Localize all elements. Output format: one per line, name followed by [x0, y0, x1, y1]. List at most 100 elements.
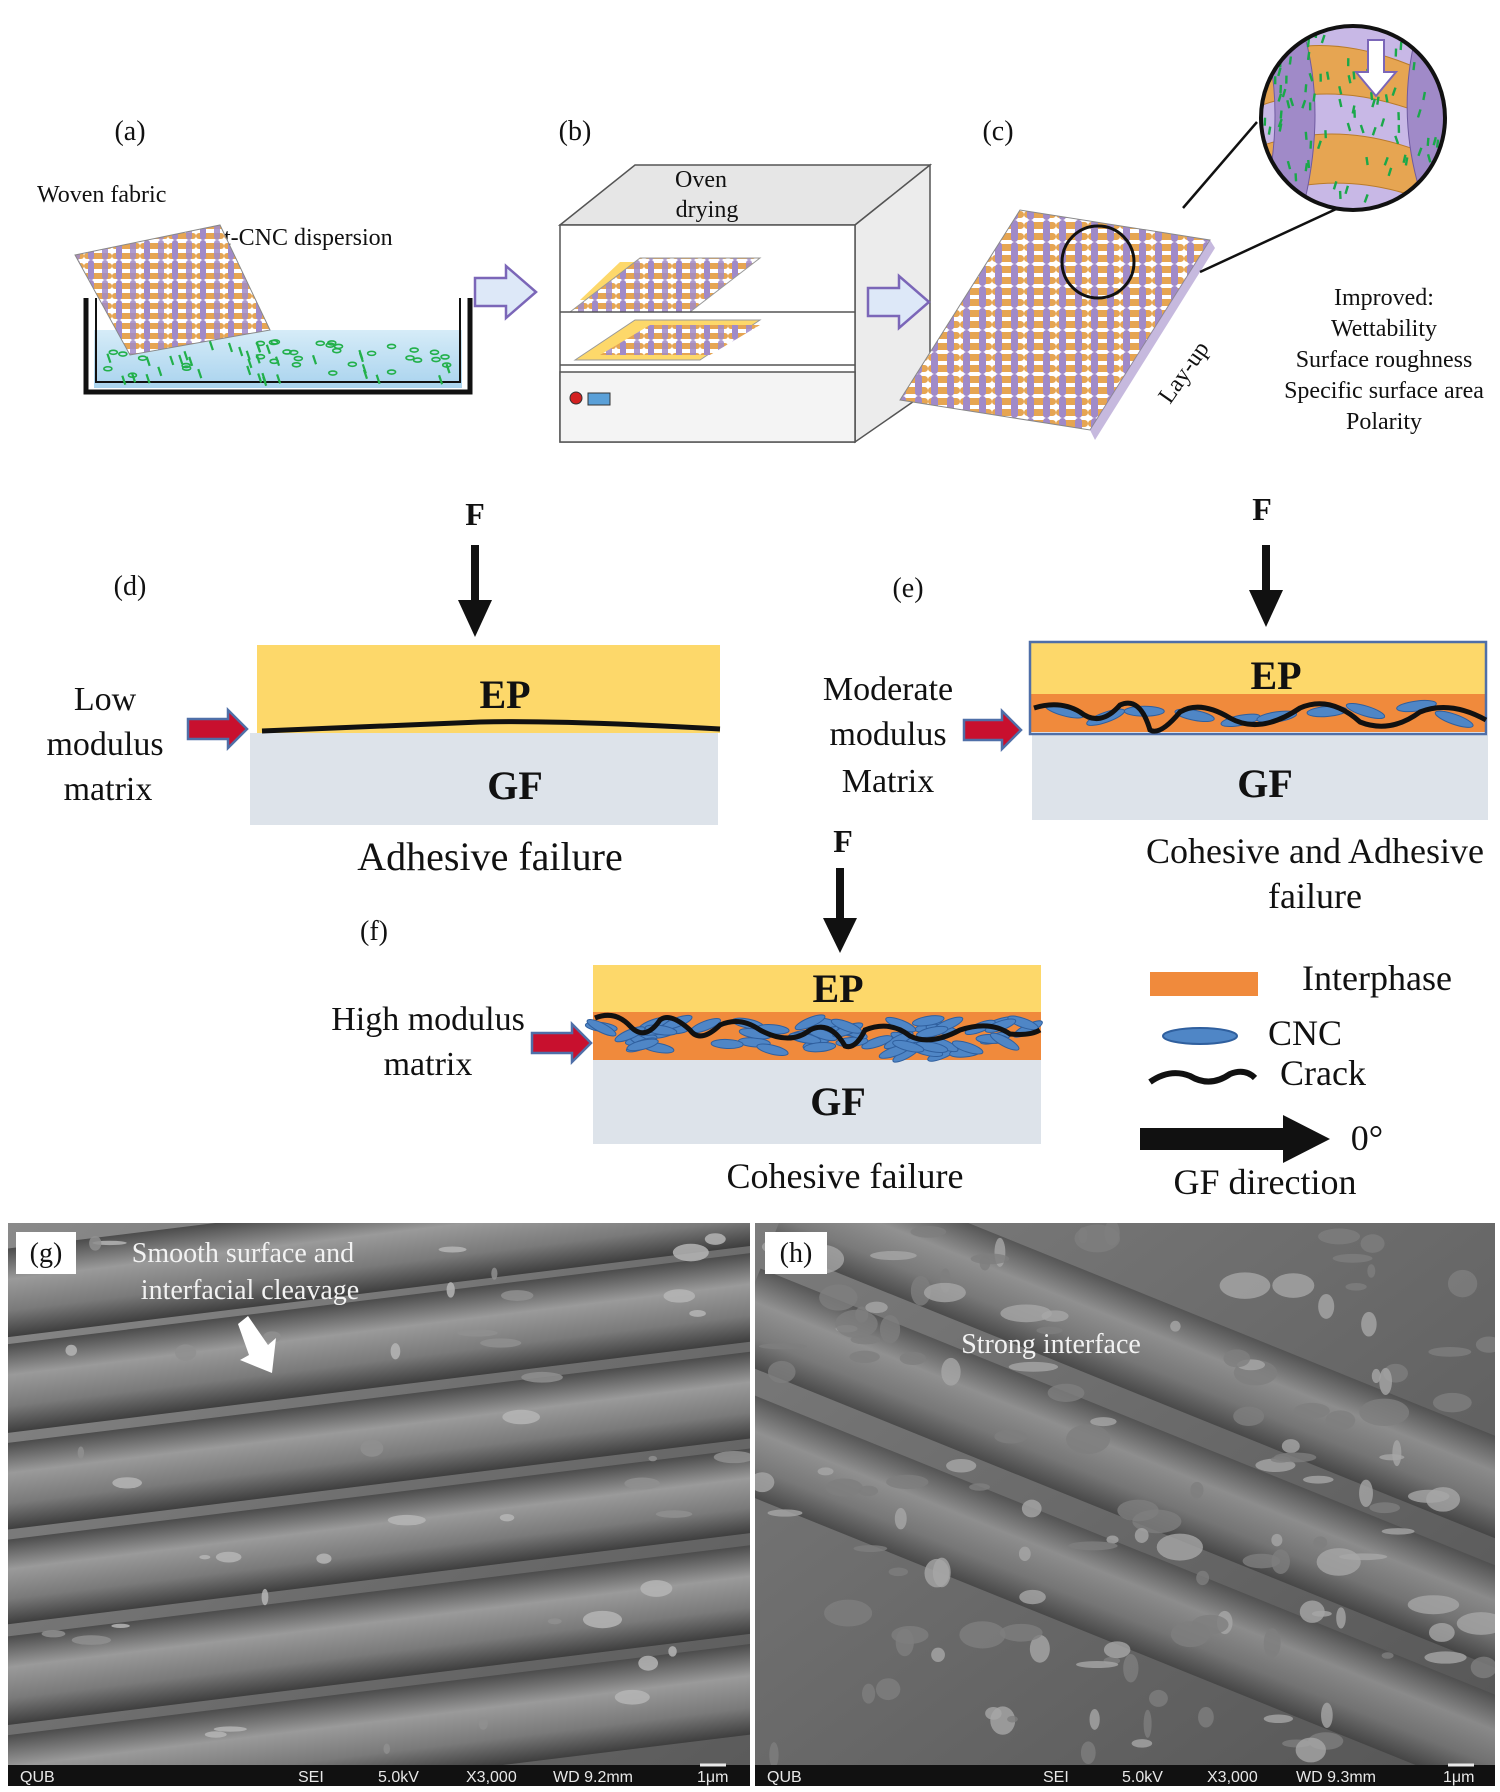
cnc-particle — [255, 353, 261, 364]
sem-h-kv: 5.0kV — [1122, 1769, 1163, 1786]
t-cnc-dispersion-label: t-CNC dispersion — [224, 225, 393, 251]
sem-debris — [1000, 1304, 1052, 1323]
improved-heading: Improved: — [1334, 285, 1434, 311]
sem-debris — [438, 1246, 467, 1253]
bath-container — [83, 298, 473, 395]
process-arrow-a-to-b — [473, 263, 538, 321]
sem-debris — [1089, 1708, 1100, 1730]
force-arrow-e-head — [1249, 590, 1283, 627]
cnc-particle — [1332, 181, 1338, 190]
sem-debris — [713, 1451, 750, 1464]
cnc-particle — [1338, 85, 1343, 95]
cnc-particle — [1287, 32, 1292, 41]
oven-control-panel — [559, 371, 856, 443]
cnc-particle — [431, 356, 441, 363]
sem-debris — [1066, 1424, 1111, 1455]
cnc-particle — [1376, 96, 1380, 105]
panel-e: (e) F EP GF Moderate modulus Matrix Cohe… — [823, 491, 1488, 916]
cnc-ellipse — [586, 1018, 617, 1037]
cnc-particle — [1435, 139, 1440, 148]
cnc-particle — [1391, 87, 1397, 96]
legend-crack-label: Crack — [1280, 1053, 1366, 1093]
sem-debris — [663, 1289, 696, 1303]
cnc-particle — [268, 339, 279, 346]
sem-debris — [390, 1343, 401, 1360]
sem-debris — [817, 1467, 834, 1476]
sem-debris — [990, 1706, 1016, 1735]
sem-debris — [1198, 1706, 1214, 1728]
sem-debris — [1233, 1406, 1265, 1426]
ep-box-border-e — [1028, 640, 1488, 736]
cnc-particle — [1417, 147, 1423, 157]
cnc-particle — [1402, 154, 1407, 164]
sem-debris — [1360, 1234, 1385, 1253]
sem-debris — [1117, 1499, 1159, 1522]
sem-debris — [1475, 1336, 1495, 1353]
sem-debris — [1313, 1536, 1328, 1549]
cnc-particle — [311, 354, 318, 365]
ep-text-d: EP — [479, 672, 530, 717]
oven-display — [587, 392, 611, 406]
improved-item-roughness: Surface roughness — [1296, 347, 1473, 373]
cnc-particle — [1265, 62, 1270, 72]
sem-debris — [213, 1726, 247, 1732]
force-arrow-d-head — [458, 600, 492, 637]
matrix-label-f-line2: matrix — [384, 1046, 473, 1083]
sem-debris — [624, 1477, 660, 1490]
sem-debris — [870, 1251, 917, 1261]
sem-debris — [672, 1243, 709, 1262]
cnc-particle — [255, 342, 261, 353]
sem-label-box-h — [765, 1232, 827, 1274]
crack-line-f — [594, 1012, 1042, 1050]
sem-debris — [1223, 1349, 1251, 1368]
sem-annotation-h: Strong interface — [961, 1329, 1141, 1360]
legend-cnc-swatch — [1162, 1027, 1238, 1045]
sem-debris — [1295, 1737, 1326, 1763]
sem-debris — [648, 1455, 657, 1462]
cnc-particle — [106, 353, 112, 364]
cnc-particle — [375, 374, 381, 385]
cnc-particle — [429, 349, 440, 356]
sem-g-wd: WD 9.2mm — [553, 1769, 633, 1786]
cnc-particle — [1312, 93, 1316, 102]
cnc-particle — [1264, 206, 1268, 210]
sem-debris — [825, 1478, 863, 1497]
cnc-particle — [1347, 74, 1352, 84]
caption-e-line1: Cohesive and Adhesive — [1146, 831, 1484, 871]
sem-debris — [879, 1315, 901, 1344]
cnc-ellipse — [710, 1038, 744, 1049]
sem-debris — [853, 1545, 888, 1552]
cnc-particle — [157, 366, 163, 377]
cnc-particle — [1351, 105, 1356, 114]
sem-debris — [1080, 1741, 1096, 1765]
cnc-particle — [257, 373, 263, 383]
panel-a-label: (a) — [114, 116, 145, 147]
sem-debris — [1156, 1533, 1203, 1561]
sem-debris — [886, 1474, 929, 1490]
cnc-particle — [262, 376, 268, 387]
cnc-particle — [1442, 182, 1445, 191]
sem-debris — [1263, 1628, 1281, 1658]
cnc-particle — [1293, 30, 1299, 39]
legend: Interphase CNC Crack 0° GF direction — [1140, 958, 1452, 1202]
sem-debris — [360, 1439, 384, 1457]
cnc-particle — [1425, 48, 1429, 57]
cnc-ellipse — [892, 1039, 925, 1053]
cnc-particle — [1304, 84, 1308, 93]
cnc-particle — [1371, 98, 1376, 108]
sem-debris — [910, 1276, 931, 1306]
cnc-particle — [291, 361, 302, 368]
sem-debris — [1332, 1253, 1373, 1263]
sem-debris — [1407, 1489, 1450, 1503]
cnc-particle — [1394, 135, 1400, 145]
sem-debris — [1428, 1623, 1455, 1642]
sem-debris — [946, 1459, 977, 1473]
sem-debris — [1381, 1528, 1415, 1535]
sem-debris — [1134, 1527, 1149, 1543]
sem-debris — [1432, 1392, 1472, 1413]
cnc-particle — [1352, 71, 1356, 80]
improved-item-wettability: Wettability — [1331, 316, 1437, 342]
sem-debris — [1018, 1546, 1031, 1561]
ep-layer-f — [593, 965, 1041, 1012]
